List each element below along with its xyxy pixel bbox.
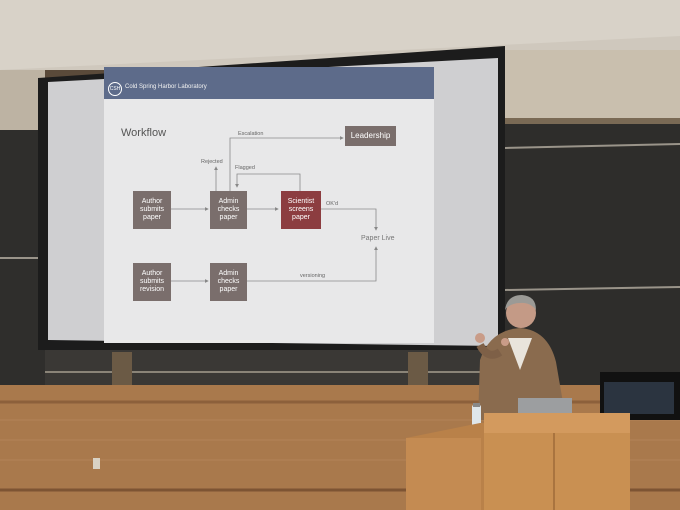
slide-title: Workflow <box>121 127 167 139</box>
okd-label: OK'd <box>326 201 339 207</box>
presenter <box>475 295 566 420</box>
org-logo: CSH <box>108 82 122 96</box>
workflow-arrows <box>171 136 378 283</box>
escalation-label: Escalation <box>238 131 264 137</box>
flagged-label: Flagged <box>235 165 255 171</box>
admin-checks-paper-box-top: Admin checks paper <box>210 191 247 229</box>
org-name: Cold Spring Harbor Laboratory <box>125 84 207 90</box>
admin-checks-paper-box-bottom: Admin checks paper <box>210 263 247 301</box>
author-submits-paper-box: Author submits paper <box>133 191 171 229</box>
author-submits-revision-box: Author submits revision <box>133 263 171 301</box>
rejected-label: Rejected <box>201 159 223 165</box>
scientist-screens-paper-box: Scientist screens paper <box>281 191 321 229</box>
slide-header-bar: CSH Cold Spring Harbor Laboratory <box>104 67 434 99</box>
paper-live-label: Paper Live <box>361 235 395 242</box>
projected-slide: CSH Cold Spring Harbor Laboratory Workfl… <box>104 67 434 343</box>
leadership-box: Leadership <box>345 126 396 146</box>
versioning-label: versioning <box>300 273 326 279</box>
